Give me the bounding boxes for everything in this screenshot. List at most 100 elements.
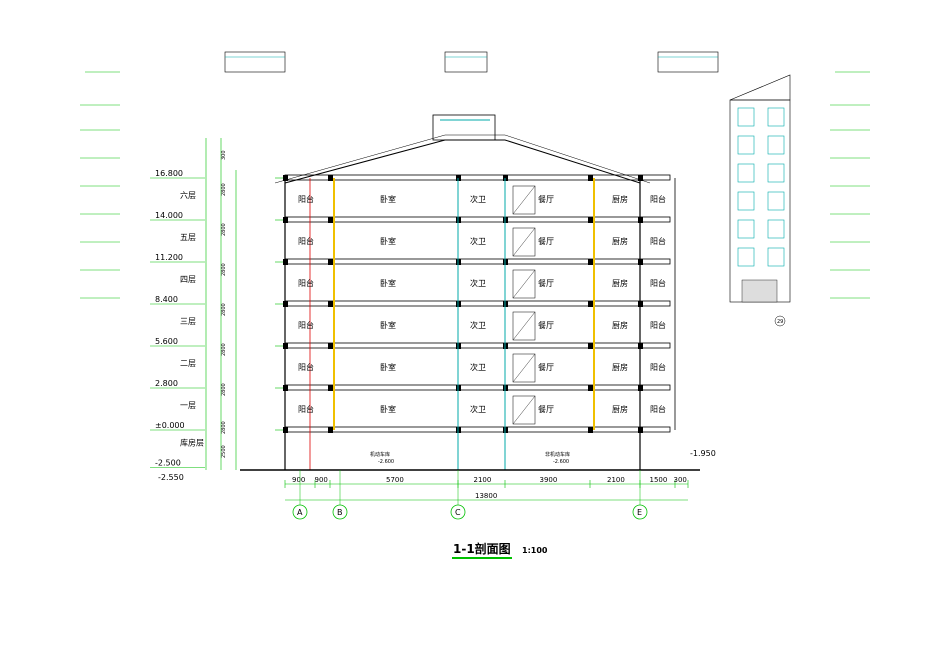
thumb-window (767, 135, 785, 155)
axis-label: E (637, 508, 642, 517)
room-label: 卧室 (380, 320, 396, 330)
axis-circle (632, 504, 648, 520)
room-label: 厨房 (612, 278, 628, 288)
floor-height: 2800 (221, 383, 227, 396)
dim-value: 300 (674, 476, 687, 484)
column-node (588, 385, 593, 391)
axis-label: C (455, 508, 461, 517)
column-node (328, 343, 333, 349)
floor-name: 一层 (180, 401, 196, 410)
elevation-value: ±0.000 (155, 421, 185, 430)
axis-circle (332, 504, 348, 520)
room-label: 厨房 (612, 236, 628, 246)
floor-height: 2800 (221, 263, 227, 276)
room-label: 阳台 (298, 278, 314, 288)
room-label: 阳台 (298, 362, 314, 372)
dim-value: 3900 (540, 476, 558, 484)
dim-value: 1500 (650, 476, 668, 484)
right-elevation-thumbnail: 29 (729, 74, 791, 327)
door-swing (512, 227, 536, 257)
dim-value: 2100 (474, 476, 492, 484)
room-label: 次卫 (470, 404, 486, 414)
column-node (588, 301, 593, 307)
floor-height: 2500 (221, 445, 227, 458)
door-frame (512, 311, 536, 341)
thumb-window (767, 219, 785, 239)
column-node (328, 427, 333, 433)
room-label: 厨房 (612, 320, 628, 330)
axis-label: A (297, 508, 303, 517)
thumb-window (767, 107, 785, 127)
drawing-scale: 1:100 (522, 546, 548, 555)
floor-slab (284, 216, 671, 223)
basement-level: -2.600 (378, 459, 394, 465)
elevation-value: 8.400 (155, 295, 178, 304)
thumb-window (737, 135, 755, 155)
door-swing (512, 269, 536, 299)
room-label: 卧室 (380, 362, 396, 372)
column-node (588, 217, 593, 223)
column-node (328, 217, 333, 223)
room-label: 餐厅 (538, 237, 554, 246)
room-label: 卧室 (380, 404, 396, 414)
right-faint-levels (830, 104, 870, 299)
floor-height: 2800 (221, 421, 227, 434)
room-label: 次卫 (470, 320, 486, 330)
room-label: 卧室 (380, 278, 396, 288)
column-node (328, 301, 333, 307)
room-label: 厨房 (612, 362, 628, 372)
drawing-title: 1-1剖面图 (453, 541, 511, 556)
floor-height: 2800 (221, 303, 227, 316)
elevation-value: -2.500 (155, 459, 181, 468)
elevation-value: 5.600 (155, 337, 178, 346)
thumb-window (767, 163, 785, 183)
building-section: 阳台卧室次卫餐厅厨房阳台阳台卧室次卫餐厅厨房阳台阳台卧室次卫餐厅厨房阳台阳台卧室… (275, 174, 676, 470)
thumb-window (737, 191, 755, 211)
thumb-window (737, 247, 755, 267)
elevation-value: 11.200 (155, 253, 183, 262)
room-label: 餐厅 (538, 321, 554, 330)
column-node (588, 343, 593, 349)
column-node (588, 427, 593, 433)
room-label: 阳台 (650, 194, 666, 204)
floor-name: 四层 (180, 275, 196, 284)
elevation-value: 14.000 (155, 211, 183, 220)
right-ground-label: -1.950 (690, 449, 716, 458)
room-label: 卧室 (380, 194, 396, 204)
room-label: 餐厅 (538, 405, 554, 414)
floor-name: 五层 (180, 233, 196, 242)
roof (274, 114, 651, 184)
room-label: 餐厅 (538, 279, 554, 288)
floor-slab (284, 426, 671, 433)
floor-slab (284, 384, 671, 391)
total-dimension: 13800 (475, 492, 497, 500)
dim-value: 900 (315, 476, 328, 484)
room-label: 卧室 (380, 236, 396, 246)
room-label: 次卫 (470, 278, 486, 288)
floor-name: 六层 (180, 190, 196, 200)
room-label: 阳台 (650, 320, 666, 330)
room-label: 阳台 (650, 278, 666, 288)
floor-slab (284, 342, 671, 349)
vertical-dimensions (205, 138, 237, 470)
basement-level: -2.600 (553, 459, 569, 465)
thumb-window (767, 247, 785, 267)
room-label: 厨房 (612, 404, 628, 414)
room-label: 次卫 (470, 362, 486, 372)
door-frame (512, 185, 536, 215)
door-frame (512, 353, 536, 383)
floor-slab (284, 258, 671, 265)
room-label: 餐厅 (538, 363, 554, 372)
floor-height: 2800 (221, 183, 227, 196)
thumb-window (737, 163, 755, 183)
axis-label: B (337, 508, 343, 517)
basement-room: 非机动车库 (545, 451, 570, 458)
dim-value: 900 (292, 476, 305, 484)
column-node (588, 259, 593, 265)
basement-room: 机动车库 (370, 451, 390, 458)
elevation-value: 2.800 (155, 379, 178, 388)
ground-level-label: -2.550 (158, 473, 184, 482)
